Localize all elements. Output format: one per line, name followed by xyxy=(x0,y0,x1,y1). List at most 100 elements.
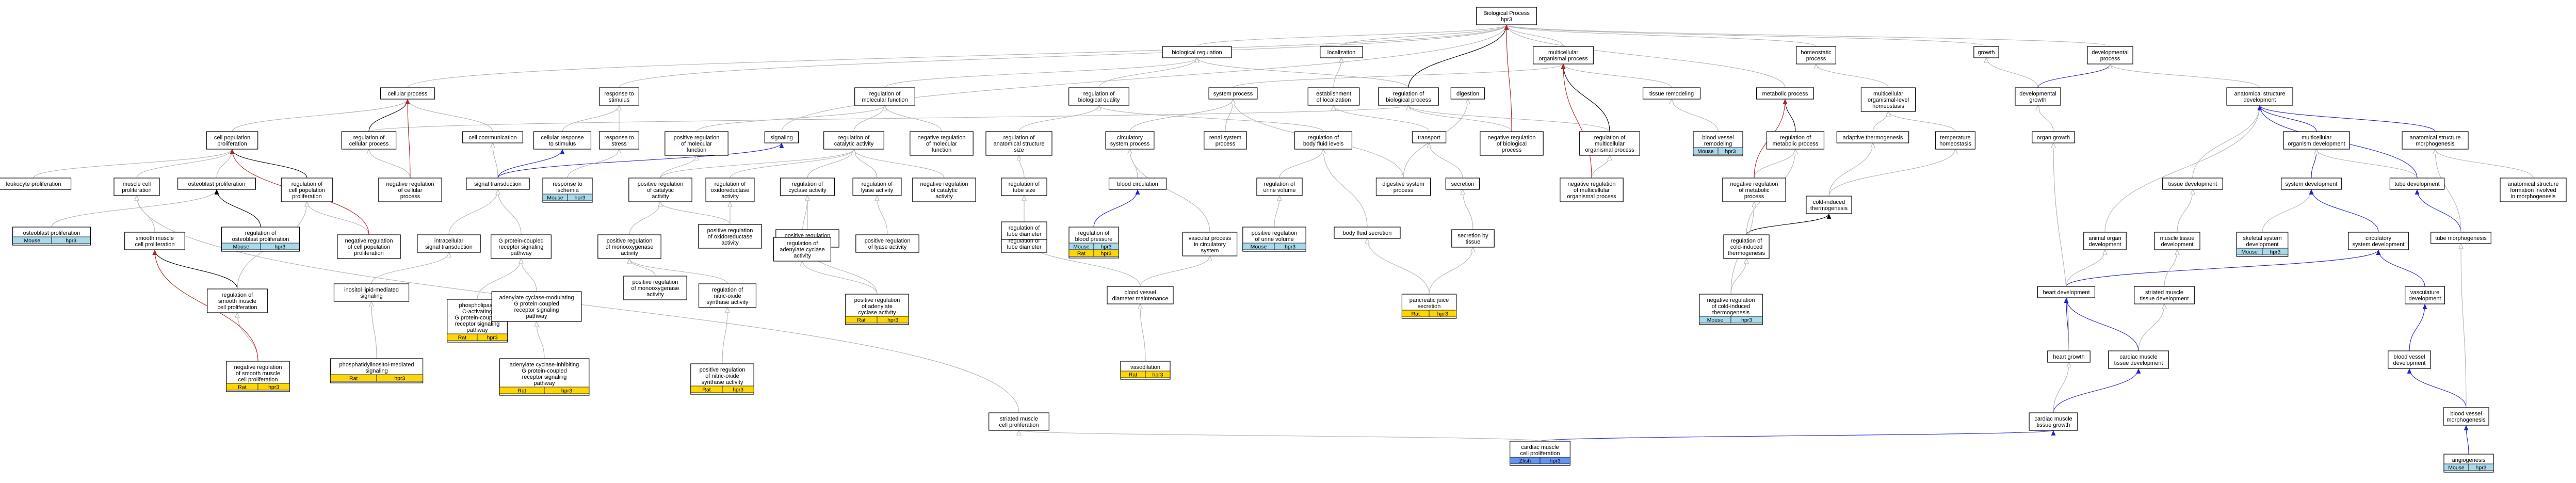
go-term-node-heartdev[interactable]: heart development xyxy=(2037,286,2096,298)
go-term-node-sysp[interactable]: system process xyxy=(1208,87,1258,100)
go-term-node-sigtrans[interactable]: signal transduction xyxy=(466,178,530,190)
go-term-node-loc[interactable]: localization xyxy=(1320,46,1363,58)
go-term-node-pims[interactable]: phosphatidylinositol-mediatedsignalingRa… xyxy=(330,358,424,383)
go-term-node-ccomm[interactable]: cell communication xyxy=(462,131,523,143)
go-term-node-signaling[interactable]: signaling xyxy=(764,131,799,143)
go-term-node-transport[interactable]: transport xyxy=(1412,131,1447,143)
go-term-node-tubem[interactable]: tube morphogenesis xyxy=(2431,232,2491,244)
go-term-node-tubedev[interactable]: tube development xyxy=(2389,178,2445,190)
go-term-node-metab[interactable]: metabolic process xyxy=(1756,87,1814,100)
go-term-node-secretion[interactable]: secretion xyxy=(1445,178,1480,190)
go-term-node-breg[interactable]: biological regulation xyxy=(1162,46,1232,58)
go-term-node-cellp[interactable]: cellular process xyxy=(380,87,435,100)
go-term-node-bloodcirc[interactable]: blood circulation xyxy=(1108,178,1167,190)
go-term-node-ocp[interactable]: osteoblast proliferation xyxy=(177,178,256,190)
go-term-node-bfs[interactable]: body fluid secretion xyxy=(1334,227,1401,239)
go-term-node-heartg[interactable]: heart growth xyxy=(2047,350,2091,363)
go-term-node-adaptt[interactable]: adaptive thermogenesis xyxy=(1836,131,1909,143)
go-term-node-growth[interactable]: growth xyxy=(1973,46,1999,58)
go-term-node-leuk[interactable]: leukocyte proliferation xyxy=(0,178,72,190)
go-term-node-td[interactable]: tissue development xyxy=(2162,178,2223,190)
go-term-node-sysdev[interactable]: system development xyxy=(2281,178,2342,190)
go-term-node-tremod[interactable]: tissue remodeling xyxy=(1642,87,1701,100)
